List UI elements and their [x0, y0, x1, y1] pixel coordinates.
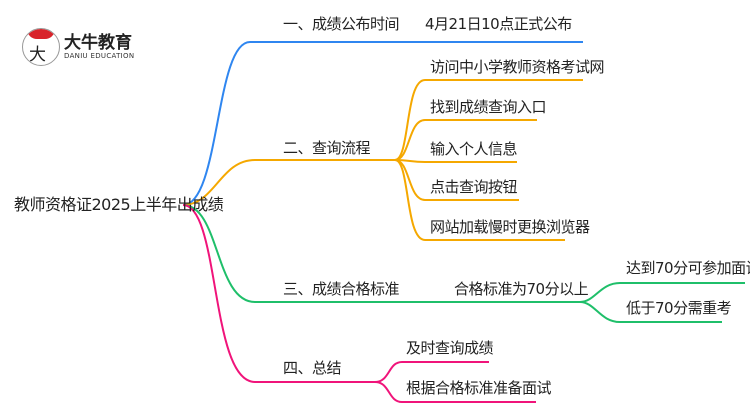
- branch-2-child-1-line: [394, 79, 583, 161]
- branch-3-child-2: 低于70分需重考: [626, 299, 732, 317]
- branch-4-child-2: 根据合格标准准备面试: [406, 379, 552, 397]
- branch-4-line: [182, 204, 375, 383]
- branch-2-line: [182, 159, 395, 206]
- branch-2-child-3: 输入个人信息: [430, 140, 518, 158]
- logo: 大牛 大牛教育 DANIU EDUCATION: [22, 28, 134, 66]
- branch-2-label: 二、查询流程: [283, 139, 371, 157]
- branch-4-label: 四、总结: [283, 359, 342, 377]
- root-node: 教师资格证2025上半年出成绩: [14, 195, 224, 214]
- branch-2-child-3-line: [394, 159, 517, 163]
- logo-mark-text: 大牛: [29, 45, 46, 65]
- branch-3-detail: 合格标准为70分以上: [454, 280, 589, 298]
- branch-3-line: [182, 204, 580, 303]
- branch-4-child-1: 及时查询成绩: [406, 339, 494, 357]
- branch-2-child-5-line: [394, 159, 565, 241]
- branch-4-child-1-line: [374, 361, 489, 383]
- branch-3-child-2-line: [579, 301, 722, 323]
- branch-2-child-1: 访问中小学教师资格考试网: [430, 58, 605, 76]
- branch-4-child-2-line: [374, 381, 536, 403]
- branch-2-child-4: 点击查询按钮: [430, 178, 518, 196]
- logo-mark-icon: 大牛: [22, 28, 60, 66]
- branch-3-label: 三、成绩合格标准: [283, 280, 400, 298]
- branch-1-line: [182, 41, 583, 206]
- branch-1-label: 一、成绩公布时间: [283, 15, 400, 33]
- logo-name: 大牛教育: [64, 33, 132, 53]
- branch-2-child-2: 找到成绩查询入口: [430, 98, 547, 116]
- branch-3-child-1-line: [579, 282, 745, 303]
- branch-1-detail: 4月21日10点正式公布: [425, 15, 572, 33]
- branch-2-child-2-line: [394, 119, 537, 161]
- branch-2-child-5: 网站加载慢时更换浏览器: [430, 218, 590, 236]
- branch-3-child-1: 达到70分可参加面试: [626, 259, 750, 277]
- logo-subtitle: DANIU EDUCATION: [64, 52, 135, 60]
